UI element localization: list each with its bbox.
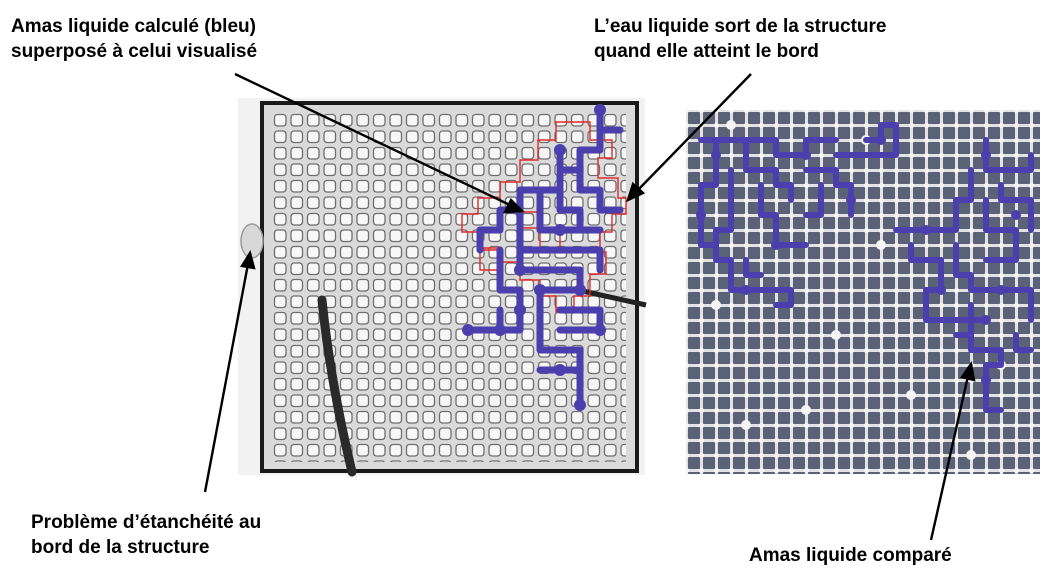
- simulated-liquid-cluster: [698, 122, 1034, 413]
- label-water-exit-line1: L’eau liquide sort de la structure: [594, 16, 887, 37]
- tube: [317, 295, 357, 477]
- label-water-exit: L’eau liquide sort de la structure quand…: [594, 14, 886, 64]
- arrow-compared-cluster: [929, 360, 976, 541]
- label-computed-cluster-line2: superposé à celui visualisé: [11, 41, 258, 62]
- leak-bubble: [240, 223, 264, 259]
- computed-cluster-nodes: [462, 104, 606, 411]
- label-sealing-problem: Problème d’étanchéité au bord de la stru…: [31, 510, 261, 560]
- label-compared-cluster-line1: Amas liquide comparé: [749, 545, 952, 566]
- arrow-water-exit: [626, 73, 752, 203]
- arrow-computed-cluster: [234, 72, 525, 214]
- label-water-exit-line2: quand elle atteint le bord: [594, 41, 819, 62]
- arrow-sealing-problem: [203, 249, 256, 493]
- label-computed-cluster: Amas liquide calculé (bleu) superposé à …: [11, 14, 257, 64]
- label-computed-cluster-line1: Amas liquide calculé (bleu): [11, 16, 256, 37]
- annotation-arrows: [203, 72, 976, 541]
- simulated-cluster-nodes: [696, 135, 1021, 385]
- label-compared-cluster: Amas liquide comparé: [749, 543, 952, 568]
- label-sealing-problem-line2: bord de la structure: [31, 537, 210, 558]
- label-sealing-problem-line1: Problème d’étanchéité au: [31, 512, 262, 533]
